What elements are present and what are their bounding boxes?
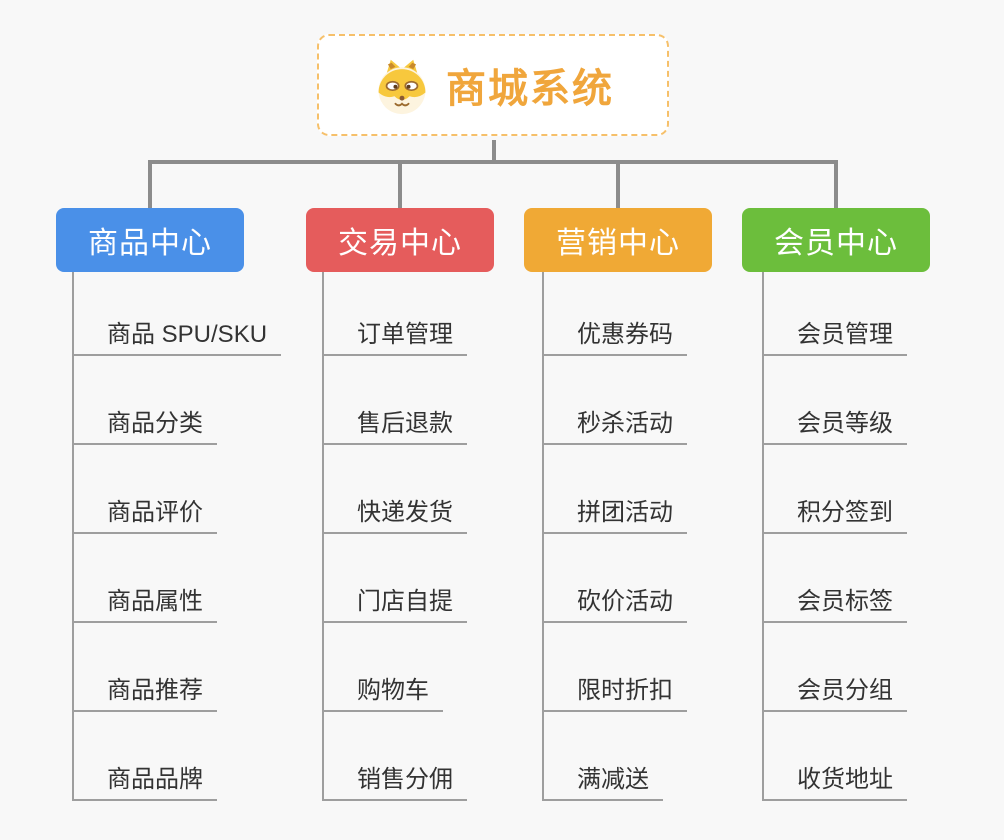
node-item-label: 收货地址: [764, 759, 907, 801]
branch-children-trade-center: 订单管理 售后退款 快递发货 门店自提 购物车 销售分佣: [322, 272, 542, 801]
node-item-label: 售后退款: [324, 403, 467, 445]
node-item-label: 快递发货: [324, 492, 467, 534]
node-item[interactable]: 售后退款: [324, 356, 542, 445]
node-item[interactable]: 会员标签: [764, 534, 982, 623]
node-item[interactable]: 收货地址: [764, 712, 982, 801]
node-item[interactable]: 订单管理: [324, 272, 542, 356]
node-item[interactable]: 限时折扣: [544, 623, 762, 712]
node-item-label: 秒杀活动: [544, 403, 687, 445]
node-item[interactable]: 商品分类: [74, 356, 292, 445]
node-item[interactable]: 会员管理: [764, 272, 982, 356]
connector-drop-trade: [398, 160, 402, 208]
node-item-label: 商品品牌: [74, 759, 217, 801]
node-item[interactable]: 商品 SPU/SKU: [74, 272, 292, 356]
node-item-label: 满减送: [544, 759, 663, 801]
node-item[interactable]: 销售分佣: [324, 712, 542, 801]
node-item[interactable]: 秒杀活动: [544, 356, 762, 445]
connector-drop-member: [834, 160, 838, 208]
node-item-label: 订单管理: [324, 314, 467, 356]
node-item[interactable]: 会员等级: [764, 356, 982, 445]
connector-drop-marketing: [616, 160, 620, 208]
dog-face-icon: [378, 59, 426, 115]
root-title: 商城系统: [446, 67, 614, 111]
node-item[interactable]: 购物车: [324, 623, 542, 712]
node-item[interactable]: 商品属性: [74, 534, 292, 623]
node-item[interactable]: 会员分组: [764, 623, 982, 712]
node-item-label: 商品属性: [74, 581, 217, 623]
node-item-label: 积分签到: [764, 492, 907, 534]
node-item-label: 商品评价: [74, 492, 217, 534]
node-item[interactable]: 快递发货: [324, 445, 542, 534]
node-item-label: 会员标签: [764, 581, 907, 623]
node-item-label: 商品推荐: [74, 670, 217, 712]
node-item-label: 门店自提: [324, 581, 467, 623]
node-item-label: 优惠券码: [544, 314, 687, 356]
node-item-label: 砍价活动: [544, 581, 687, 623]
node-item-label: 限时折扣: [544, 670, 687, 712]
root-node[interactable]: 商城系统: [317, 34, 669, 136]
branch-header-member-center[interactable]: 会员中心: [742, 208, 930, 272]
branch-header-trade-center[interactable]: 交易中心: [306, 208, 494, 272]
node-item[interactable]: 满减送: [544, 712, 762, 801]
node-item-label: 拼团活动: [544, 492, 687, 534]
branch-children-marketing-center: 优惠券码 秒杀活动 拼团活动 砍价活动 限时折扣 满减送: [542, 272, 762, 801]
node-item-label: 销售分佣: [324, 759, 467, 801]
node-item-label: 会员分组: [764, 670, 907, 712]
node-item[interactable]: 砍价活动: [544, 534, 762, 623]
node-item-label: 商品分类: [74, 403, 217, 445]
branch-header-product-center[interactable]: 商品中心: [56, 208, 244, 272]
node-item[interactable]: 商品评价: [74, 445, 292, 534]
node-item[interactable]: 门店自提: [324, 534, 542, 623]
node-item-label: 会员管理: [764, 314, 907, 356]
connector-root-stub: [492, 140, 496, 162]
node-item-label: 商品 SPU/SKU: [74, 314, 282, 356]
connector-drop-product: [148, 160, 152, 208]
node-item-label: 会员等级: [764, 403, 907, 445]
node-item[interactable]: 积分签到: [764, 445, 982, 534]
branch-children-member-center: 会员管理 会员等级 积分签到 会员标签 会员分组 收货地址: [762, 272, 982, 801]
connector-horizontal-bar: [148, 160, 838, 164]
branch-header-marketing-center[interactable]: 营销中心: [524, 208, 712, 272]
node-item-label: 购物车: [324, 670, 443, 712]
branch-children-product-center: 商品 SPU/SKU 商品分类 商品评价 商品属性 商品推荐 商品品牌: [72, 272, 292, 801]
node-item[interactable]: 拼团活动: [544, 445, 762, 534]
node-item[interactable]: 商品品牌: [74, 712, 292, 801]
node-item[interactable]: 商品推荐: [74, 623, 292, 712]
node-item[interactable]: 优惠券码: [544, 272, 762, 356]
